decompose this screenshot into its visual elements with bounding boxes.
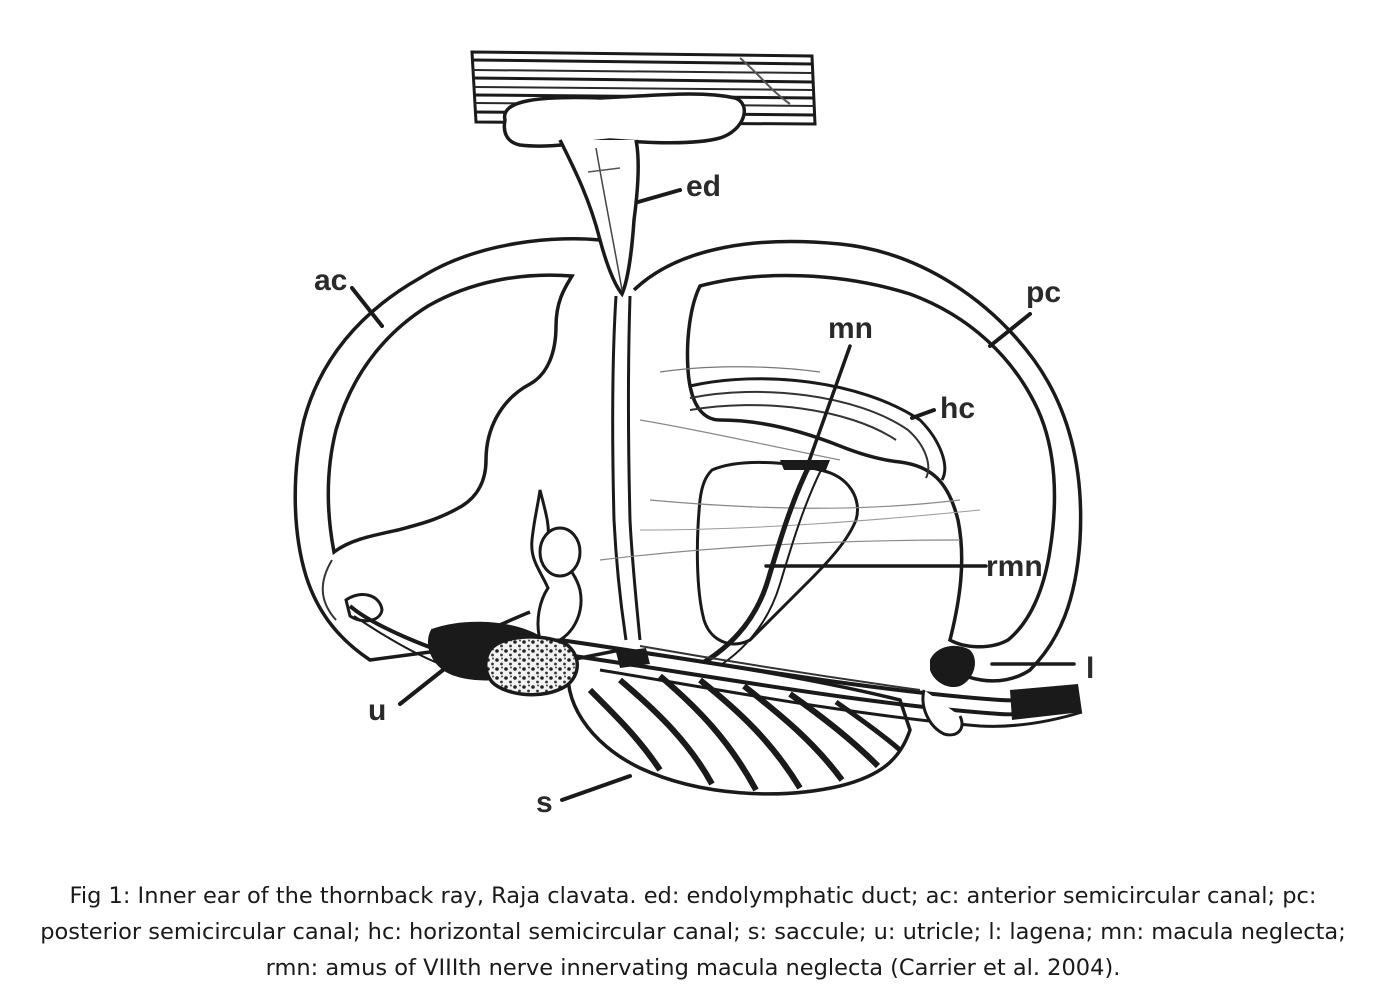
leader-s (560, 774, 632, 802)
inner-ear-drawing: ed ac pc mn hc rmn l u s (293, 50, 1094, 819)
inner-ear-diagram: ed ac pc mn hc rmn l u s (293, 50, 1094, 819)
leader-ac (350, 286, 384, 328)
utricle-otolith (344, 593, 579, 697)
saccule-shape (566, 648, 912, 796)
leader-hc (910, 408, 936, 420)
leader-ed (636, 188, 682, 204)
figure-caption: Fig 1: Inner ear of the thornback ray, R… (10, 878, 1376, 986)
leader-pc (988, 312, 1032, 348)
leader-lines (350, 188, 1076, 802)
label-ac: ac (314, 264, 347, 297)
label-hc: hc (940, 392, 975, 425)
label-u: u (368, 694, 386, 727)
leader-u (398, 664, 450, 706)
endolymphatic-duct-shape (502, 92, 746, 298)
caption-line-3: rmn: amus of VIIIth nerve innervating ma… (265, 955, 1121, 981)
nerve-bundle (559, 638, 1083, 728)
label-rmn: rmn (986, 550, 1043, 583)
label-ed: ed (686, 170, 721, 203)
label-l: l (1086, 652, 1094, 685)
label-s: s (536, 786, 553, 819)
label-mn: mn (828, 312, 873, 345)
label-pc: pc (1026, 276, 1061, 309)
caption-line-1: Fig 1: Inner ear of the thornback ray, R… (69, 883, 1317, 909)
nerve-ramus-shape (688, 462, 823, 677)
posterior-canal-shape (632, 239, 1083, 683)
leader-mn (806, 344, 852, 466)
lagena-shape (921, 645, 975, 737)
caption-line-2: posterior semicircular canal; hc: horizo… (40, 919, 1346, 945)
anterior-canal-shape (293, 237, 601, 662)
horizontal-canal-shape (639, 366, 947, 481)
common-crus (530, 295, 642, 642)
